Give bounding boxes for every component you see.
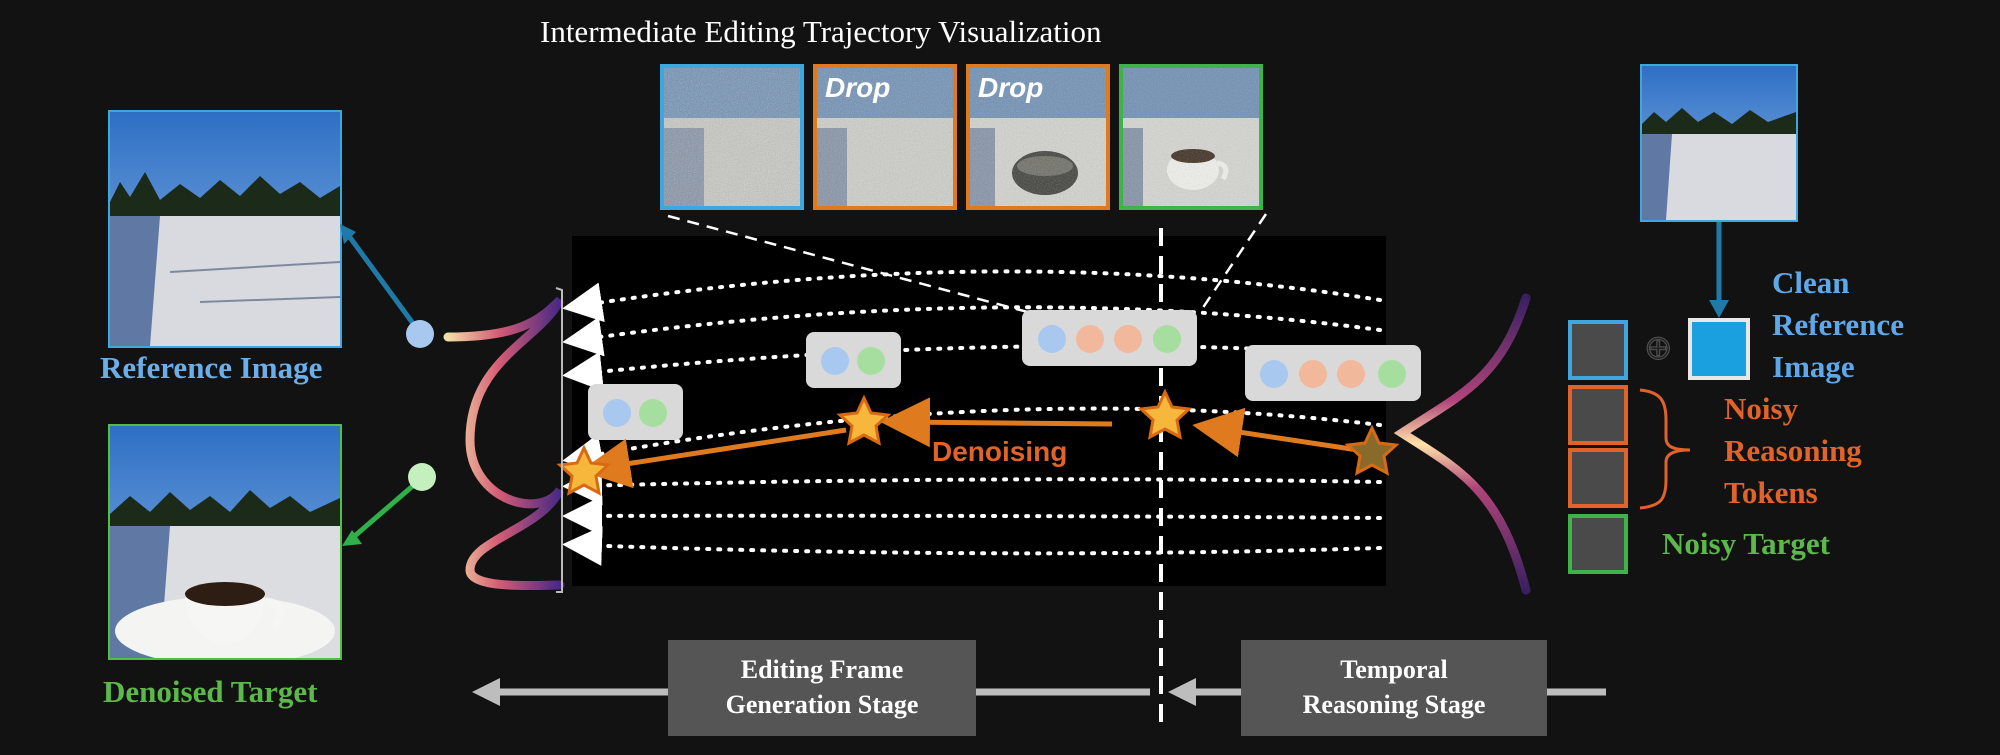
clean-reference-token — [1568, 320, 1628, 380]
stage-label-line: Reasoning Stage — [1302, 690, 1486, 719]
denoising-arrow — [880, 397, 1113, 448]
connector-arrow — [348, 476, 424, 542]
trajectory-curve — [562, 305, 1382, 357]
noisy-reasoning-label: Noisy Reasoning Tokens — [1724, 388, 1862, 514]
axis-bracket — [555, 287, 563, 593]
token-bubble — [1022, 310, 1197, 366]
trajectory-frame-3: Drop — [966, 64, 1110, 210]
trajectory-frame-4 — [1119, 64, 1263, 210]
token-bubble — [1245, 345, 1421, 401]
trajectory-curve — [562, 465, 1382, 506]
trajectory-curve — [562, 269, 1382, 323]
multimodal-distribution-curve — [443, 296, 565, 591]
plus-icon: ⊕ — [1644, 328, 1673, 369]
clean-reference-label: Clean Reference Image — [1772, 262, 1904, 388]
diagram-title: Intermediate Editing Trajectory Visualiz… — [540, 14, 1102, 49]
stage-label-line: Generation Stage — [725, 690, 919, 719]
trajectory-curve — [562, 495, 1382, 536]
clean-reference-thumbnail — [1640, 64, 1798, 222]
projection-line — [667, 214, 1051, 320]
gaussian-distribution-curve — [1393, 293, 1531, 595]
trajectory-star-icon — [556, 388, 1400, 496]
temporal-reasoning-stage: Temporal Reasoning Stage — [1241, 640, 1547, 736]
noisy-reasoning-label-line: Reasoning — [1724, 433, 1862, 468]
token-bubble — [806, 332, 901, 388]
editing-frame-generation-stage: Editing Frame Generation Stage — [668, 640, 976, 736]
drop-label: Drop — [825, 72, 891, 103]
noisy-target-label: Noisy Target — [1662, 526, 1830, 561]
reasoning-brace — [1639, 388, 1691, 510]
noisy-target-token — [1568, 514, 1628, 574]
denoising-label: Denoising — [932, 436, 1068, 467]
noisy-reasoning-token — [1568, 385, 1628, 445]
denoising-arrow — [580, 427, 847, 489]
clean-reference-label-line: Reference — [1772, 307, 1904, 342]
reference-image — [108, 110, 342, 348]
clean-reference-square — [1688, 318, 1750, 380]
denoised-target-image — [108, 424, 342, 660]
latent-panel — [572, 236, 1386, 586]
drop-label: Drop — [978, 72, 1044, 103]
noisy-reasoning-label-line: Tokens — [1724, 475, 1818, 510]
reference-dot — [406, 320, 434, 348]
stage-label-line: Editing Frame — [740, 655, 904, 684]
trajectory-curve — [562, 406, 1382, 474]
reference-image-label: Reference Image — [100, 350, 323, 385]
trajectory-frame-2: Drop — [813, 64, 957, 210]
trajectory-curve — [562, 525, 1382, 566]
noisy-reasoning-token — [1568, 448, 1628, 508]
denoising-arrow — [1192, 407, 1359, 458]
denoised-target-label: Denoised Target — [103, 674, 318, 709]
clean-reference-label-line: Image — [1772, 349, 1855, 384]
clean-reference-label-line: Clean — [1772, 265, 1850, 300]
noisy-reasoning-label-line: Noisy — [1724, 391, 1799, 426]
trajectory-frame-1 — [660, 64, 804, 210]
target-dot — [408, 463, 436, 491]
stage-label-line: Temporal — [1340, 655, 1448, 684]
connector-arrow — [343, 230, 423, 335]
token-bubble — [588, 384, 683, 440]
